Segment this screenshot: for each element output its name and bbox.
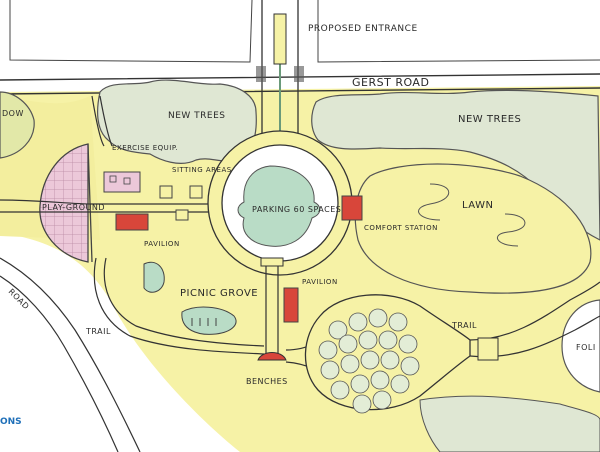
gerst-road	[0, 73, 600, 81]
tree-band-bottom	[419, 395, 600, 452]
tree-edge-right-bottom	[561, 299, 600, 393]
label-gerst-road: GERST ROAD	[352, 76, 429, 89]
label-picnic-grove: PICNIC GROVE	[180, 288, 258, 299]
side-road-edge	[0, 257, 141, 452]
picnic-tables	[191, 318, 217, 326]
label-sitting-areas: SITTING AREAS	[172, 166, 232, 174]
label-new-trees-left: NEW TREES	[168, 111, 226, 121]
pavilion-center	[283, 287, 299, 323]
center-trail	[265, 262, 279, 360]
label-edge-right: FOLI	[576, 343, 596, 352]
pavilion-left	[115, 213, 149, 231]
label-comfort-station: COMFORT STATION	[364, 224, 438, 232]
label-benches: BENCHES	[246, 377, 288, 386]
lawn-oval	[354, 163, 592, 294]
logo-fragment: ONS	[0, 417, 22, 427]
grove-trees	[318, 308, 420, 414]
label-proposed-entrance: PROPOSED ENTRANCE	[308, 24, 418, 34]
main-trail	[0, 199, 214, 213]
picnic-grove	[181, 306, 237, 335]
sitting-area-2	[189, 185, 203, 199]
sitting-area-3	[175, 209, 189, 221]
top-left-boundary	[9, 0, 253, 63]
trail-top-left	[91, 95, 113, 147]
label-new-trees-right: NEW TREES	[458, 114, 521, 125]
label-pavilion-left: PAVILION	[144, 240, 180, 248]
playground-border	[87, 143, 93, 263]
trail-far-right	[469, 281, 600, 358]
label-parking: PARKING 60 SPACES	[252, 205, 341, 214]
benches	[257, 352, 287, 361]
label-trail-right: TRAIL	[451, 321, 477, 330]
parking-island	[237, 165, 321, 247]
side-road-edge-inner	[0, 275, 119, 452]
picnic-area-top	[143, 261, 165, 293]
comfort-station-building	[341, 195, 363, 221]
label-pavilion-center: PAVILION	[302, 278, 338, 286]
label-exercise-equip: EXERCISE EQUIP.	[112, 144, 178, 152]
trail-left-loop	[93, 257, 265, 355]
label-playground: PLAY-GROUND	[42, 203, 105, 212]
exercise-equipment	[103, 171, 141, 193]
label-trail-left: TRAIL	[85, 327, 111, 336]
top-right-boundary	[317, 0, 600, 63]
label-lawn: LAWN	[462, 200, 493, 211]
lawn-squiggle	[418, 183, 526, 247]
label-edge-left: DOW	[2, 109, 24, 118]
tree-edge-left-top	[0, 91, 35, 159]
sitting-area-1	[159, 185, 173, 199]
